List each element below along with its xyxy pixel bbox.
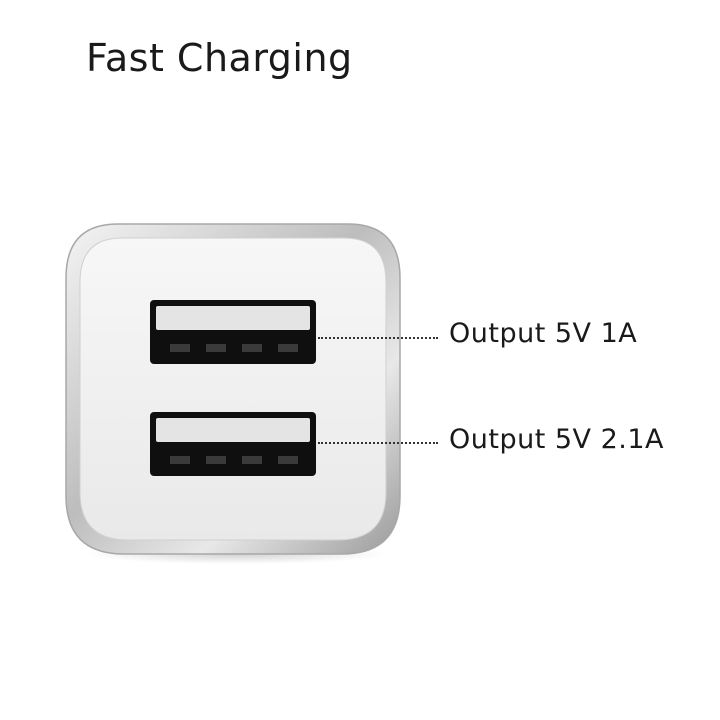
- port-2-leader-line: [318, 442, 438, 444]
- port-1-label: Output 5V 1A: [449, 318, 638, 349]
- port-2-label: Output 5V 2.1A: [449, 424, 665, 455]
- dual-usb-car-charger-icon: [65, 223, 401, 564]
- usb-port-2: [150, 412, 316, 476]
- usb-port-1: [150, 300, 316, 364]
- car-charger-image: [58, 216, 408, 566]
- page-title: Fast Charging: [86, 36, 353, 80]
- port-1-leader-line: [318, 337, 438, 339]
